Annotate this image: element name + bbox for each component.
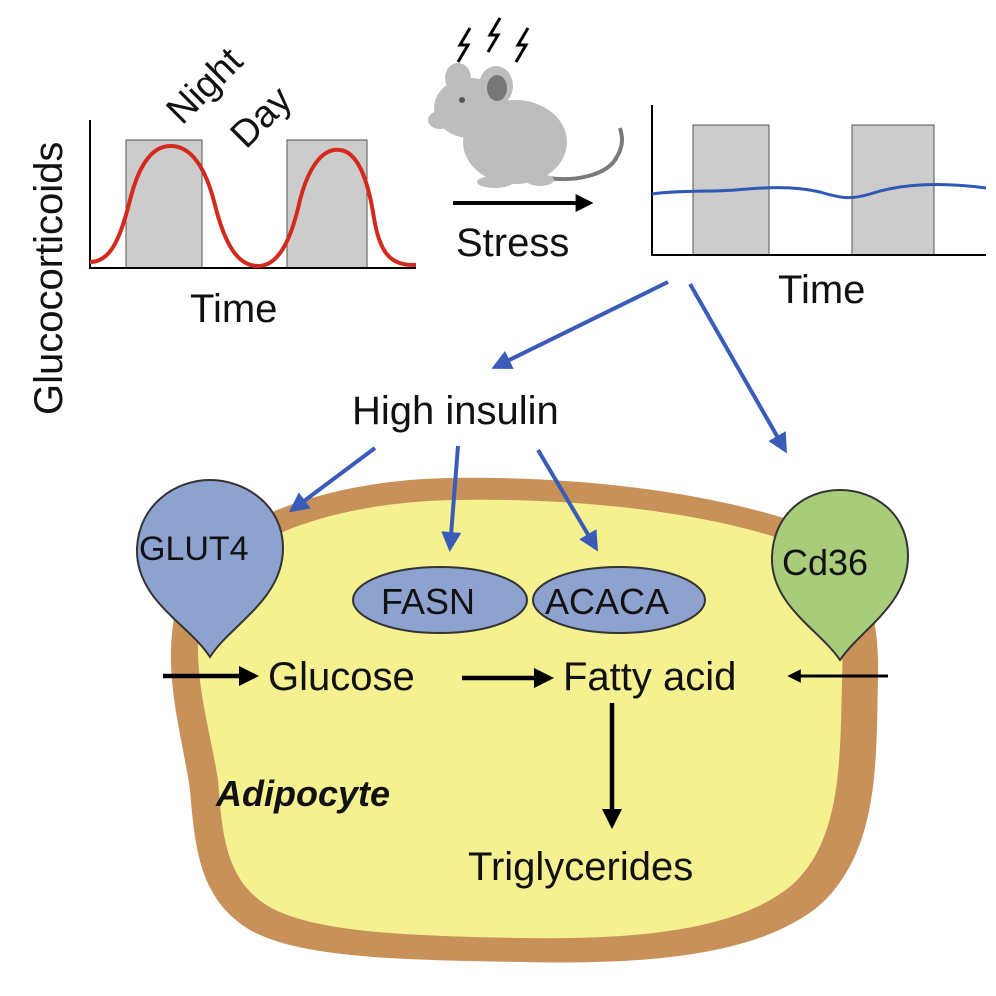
right-plot: Time: [651, 105, 987, 312]
night-band-1: [125, 139, 203, 269]
fatty-acid-label: Fatty acid: [563, 655, 736, 699]
adipocyte-label: Adipocyte: [215, 773, 390, 814]
high-insulin-label: High insulin: [352, 389, 559, 433]
acaca-label: ACACA: [545, 581, 669, 622]
cd36-label: Cd36: [782, 542, 868, 583]
y-axis-label: Glucocorticoids: [27, 142, 71, 415]
arrow-insulin-to-acaca: [536, 448, 599, 552]
cd36-transporter: Cd36: [770, 488, 910, 662]
arrow-insulin-to-glut4: [288, 446, 377, 513]
right-plot-axes: [651, 105, 986, 256]
glut4-label: GLUT4: [139, 530, 249, 568]
arrow-insulin-to-fasn: [441, 445, 462, 552]
glucose-label: Glucose: [268, 655, 415, 699]
arrow-to-cd36: [688, 283, 787, 454]
stress-label: Stress: [456, 221, 569, 265]
fasn-label: FASN: [381, 581, 475, 622]
left-plot-axes: [89, 120, 416, 269]
acaca-enzyme: ACACA: [532, 566, 706, 634]
fasn-enzyme: FASN: [352, 566, 528, 634]
night-band-4: [851, 124, 935, 256]
left-plot: Night Day Time: [89, 40, 417, 331]
left-time-label: Time: [190, 287, 277, 331]
triglycerides-label: Triglycerides: [468, 845, 693, 889]
glut4-transporter: GLUT4: [135, 478, 285, 659]
right-flat-curve: [651, 183, 987, 200]
left-circadian-curve: [89, 143, 417, 269]
right-time-label: Time: [778, 268, 865, 312]
arrow-to-high-insulin: [491, 280, 669, 369]
stressed-mouse-icon: [428, 17, 624, 188]
